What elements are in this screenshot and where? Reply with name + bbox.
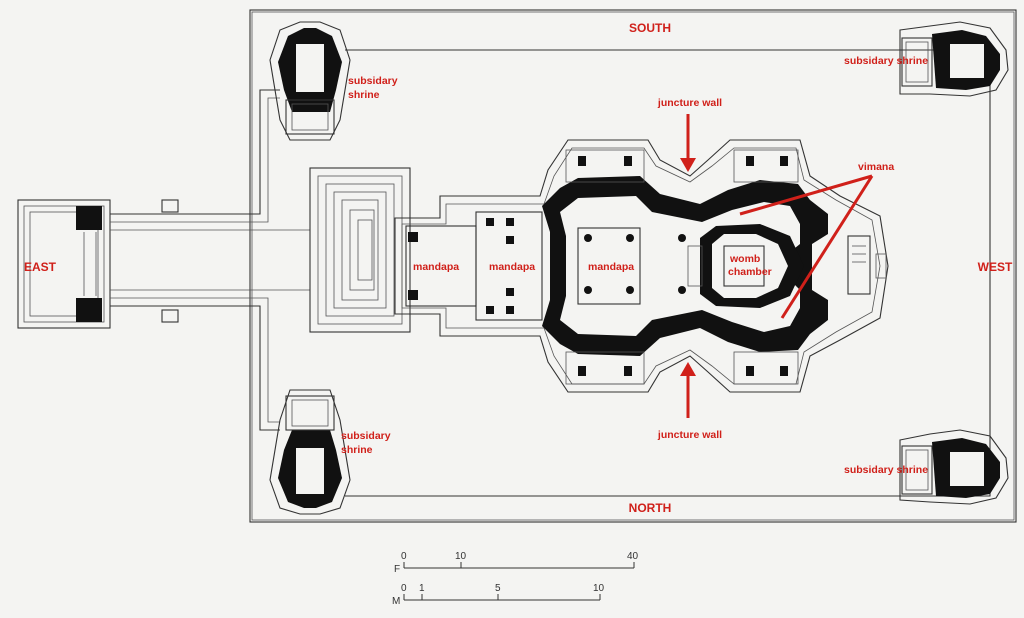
label-east: EAST — [24, 260, 57, 274]
label-shrine-se: subsidary shrine — [844, 464, 928, 476]
shrine-sw — [269, 389, 351, 515]
label-mandapa-2: mandapa — [489, 261, 535, 273]
scale-meter-unit: M — [392, 596, 400, 607]
label-shrine-nw-2: shrine — [348, 89, 380, 101]
label-shrine-sw-1: subsidary — [341, 430, 391, 442]
label-shrine-sw-2: shrine — [341, 444, 373, 456]
shrine-ne — [899, 21, 1009, 97]
label-north: NORTH — [629, 501, 672, 515]
scale-bar: F 0 10 40 M 0 1 5 10 — [392, 551, 639, 607]
label-juncture-wall-top: juncture wall — [657, 97, 722, 109]
enclosure-wall — [249, 9, 1017, 523]
scale-meter-tick-10: 10 — [593, 583, 605, 594]
scale-feet-tick-40: 40 — [627, 551, 639, 562]
label-south: SOUTH — [629, 21, 671, 35]
label-shrine-nw-1: subsidary — [348, 75, 398, 87]
label-shrine-ne: subsidary shrine — [844, 55, 928, 67]
label-mandapa-3: mandapa — [588, 261, 634, 273]
label-womb-2: chamber — [728, 266, 772, 278]
shrine-nw — [269, 21, 351, 141]
main-temple — [394, 139, 889, 393]
scale-feet-tick-0: 0 — [401, 551, 407, 562]
scale-feet-tick-10: 10 — [455, 551, 467, 562]
label-mandapa-1: mandapa — [413, 261, 459, 273]
annotation-arrows — [680, 114, 874, 418]
label-womb-1: womb — [729, 253, 760, 265]
shrine-se — [899, 429, 1009, 505]
scale-meter-tick-1: 1 — [419, 583, 425, 594]
east-gateway — [17, 89, 310, 431]
scale-feet-unit: F — [394, 564, 400, 575]
scale-meter-tick-0: 0 — [401, 583, 407, 594]
label-west: WEST — [978, 260, 1013, 274]
label-vimana: vimana — [858, 161, 894, 173]
label-juncture-wall-bottom: juncture wall — [657, 429, 722, 441]
scale-meter-tick-5: 5 — [495, 583, 501, 594]
